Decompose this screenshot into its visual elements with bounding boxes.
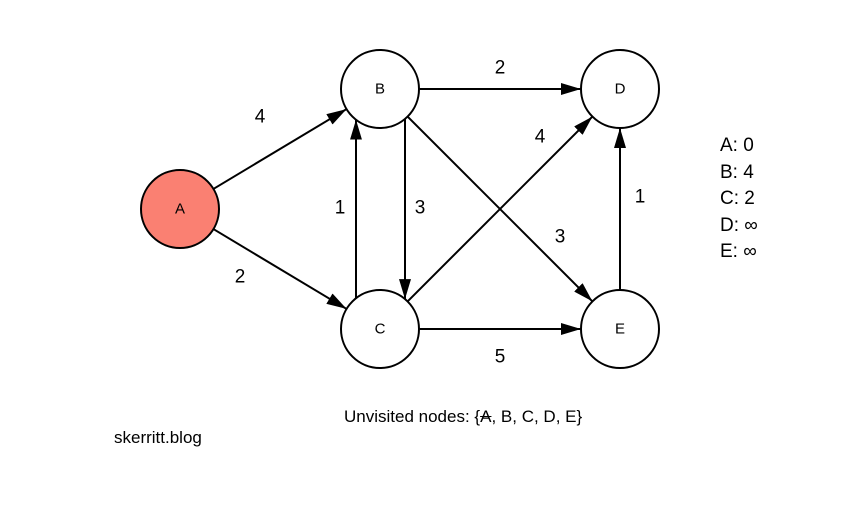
edge-weight-b-e: 3: [555, 227, 566, 248]
edge-c-d: [406, 115, 594, 303]
node-circle-b: [340, 49, 420, 129]
distance-row-d: D: ∞: [720, 214, 758, 236]
edge-weight-c-b: 1: [335, 198, 346, 219]
node-label-b: B: [375, 81, 385, 98]
unvisited-suffix: }: [576, 407, 583, 426]
edge-weight-c-d: 4: [535, 127, 546, 148]
unvisited-separator: ,: [512, 407, 522, 426]
node-a: A: [140, 169, 220, 249]
edge-weight-a-b: 4: [255, 107, 266, 128]
node-b: B: [340, 49, 420, 129]
distance-row-b: B: 4: [720, 161, 754, 183]
distance-row-a: A: 0: [720, 135, 754, 156]
edge-weight-e-d: 1: [635, 187, 646, 208]
edges-layer: [212, 83, 626, 335]
unvisited-nodes-set: Unvisited nodes: {A, B, C, D, E}: [344, 407, 582, 427]
node-circle-d: [580, 49, 660, 129]
node-c: C: [340, 289, 420, 369]
unvisited-item-c: C: [521, 407, 534, 426]
edge-weights-layer: 4 2 1 3 2 3 4 5 1: [235, 58, 646, 368]
unvisited-separator: ,: [555, 407, 566, 426]
nodes-layer: A B C D E: [140, 49, 660, 369]
unvisited-items: A, B, C, D, E: [480, 407, 576, 426]
distance-row-c: C: 2: [720, 188, 755, 209]
unvisited-separator: ,: [491, 407, 501, 426]
unvisited-item-e: E: [565, 407, 577, 426]
unvisited-item-a: A: [480, 407, 492, 426]
unvisited-item-b: B: [500, 407, 513, 426]
unvisited-prefix: Unvisited nodes: {: [344, 407, 481, 426]
node-label-d: D: [615, 81, 626, 98]
node-label-e: E: [615, 321, 625, 338]
node-e: E: [580, 289, 660, 369]
node-circle-c: [340, 289, 420, 369]
node-circle-e: [580, 289, 660, 369]
edge-weight-b-d: 2: [495, 58, 506, 79]
node-d: D: [580, 49, 660, 129]
edge-a-c: [212, 228, 348, 310]
edge-weight-a-c: 2: [235, 267, 246, 288]
edge-weight-b-c: 3: [415, 198, 426, 219]
edge-a-b: [212, 108, 348, 190]
node-circle-a: [140, 169, 220, 249]
distance-table: A: 0 B: 4 C: 2 D: ∞ E: ∞: [720, 133, 758, 266]
node-label-c: C: [375, 321, 386, 338]
edge-weight-c-e: 5: [495, 347, 506, 368]
watermark: skerritt.blog: [114, 428, 202, 447]
unvisited-separator: ,: [533, 407, 544, 426]
node-label-a: A: [175, 201, 185, 218]
distance-row-e: E: ∞: [720, 241, 757, 262]
unvisited-item-d: D: [543, 407, 556, 426]
